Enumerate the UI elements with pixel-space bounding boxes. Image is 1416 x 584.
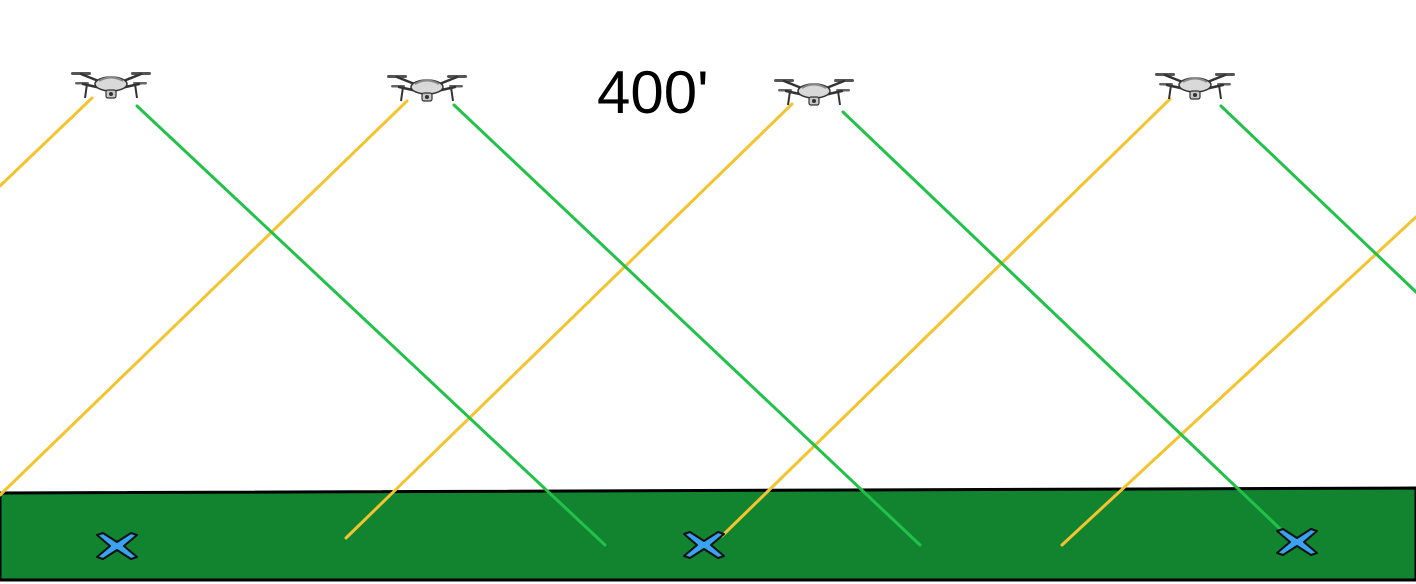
drone-icon — [385, 73, 469, 103]
backward-line-drone-2 — [452, 103, 922, 547]
forward-line-drone-2 — [0, 99, 409, 497]
forward-line-drone-1 — [0, 96, 94, 188]
backward-line-drone-4 — [1219, 104, 1416, 294]
ground-strip — [0, 486, 1416, 582]
forward-sight-lines — [0, 96, 1416, 547]
forward-line-drone-3 — [344, 102, 794, 540]
drone-icon — [772, 77, 856, 107]
forward-line-drone-4 — [720, 97, 1172, 538]
backward-sight-lines — [135, 103, 1416, 547]
forward-line-drone-5 — [1060, 215, 1416, 547]
backward-line-drone-1 — [135, 104, 607, 547]
drone-icon — [69, 70, 153, 100]
drone-icon — [1153, 71, 1237, 101]
backward-line-drone-3 — [841, 110, 1299, 547]
altitude-label: 400' — [597, 59, 709, 126]
